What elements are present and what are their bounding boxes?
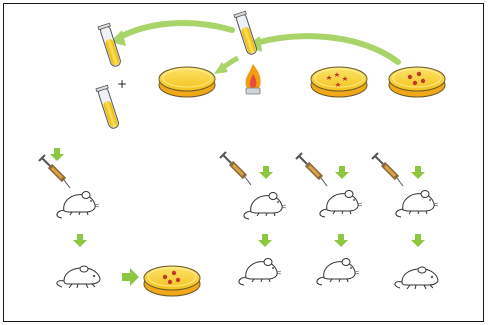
arrow-icon	[258, 234, 272, 247]
syringe-icon	[220, 152, 251, 185]
mouse-icon	[239, 259, 281, 286]
mouse-icon	[396, 191, 438, 218]
petri-dish-icon	[159, 67, 215, 97]
syringe-icon	[39, 155, 70, 188]
curved-arrow-tube-to-tube	[118, 23, 232, 38]
arrow-icon	[122, 268, 139, 286]
mouse-icon	[320, 191, 362, 218]
petri-dish-icon	[311, 67, 367, 97]
test-tube-icon	[98, 23, 123, 68]
petri-dish-icon	[144, 266, 200, 296]
petri-dish-icon	[389, 67, 445, 97]
arrow-icon	[259, 166, 273, 179]
arrow-icon	[50, 148, 64, 161]
mouse-icon	[317, 259, 359, 286]
syringe-icon	[372, 153, 403, 186]
syringe-icon	[296, 153, 327, 186]
mouse-icon	[244, 193, 286, 220]
test-tube-icon	[96, 85, 121, 130]
arrow-icon	[411, 166, 425, 179]
dead-mouse-icon	[395, 267, 438, 289]
arrow-icon	[411, 234, 425, 247]
arrow-icon	[335, 166, 349, 179]
arrow-icon	[73, 234, 87, 247]
plus-sign: +	[117, 77, 127, 91]
mouse-icon	[57, 192, 99, 219]
curved-arrow-dish-to-tube	[252, 36, 398, 62]
flame-icon	[246, 64, 261, 94]
arrow-icon	[334, 234, 348, 247]
dead-mouse-icon	[57, 266, 100, 288]
test-tube-icon	[234, 11, 259, 56]
